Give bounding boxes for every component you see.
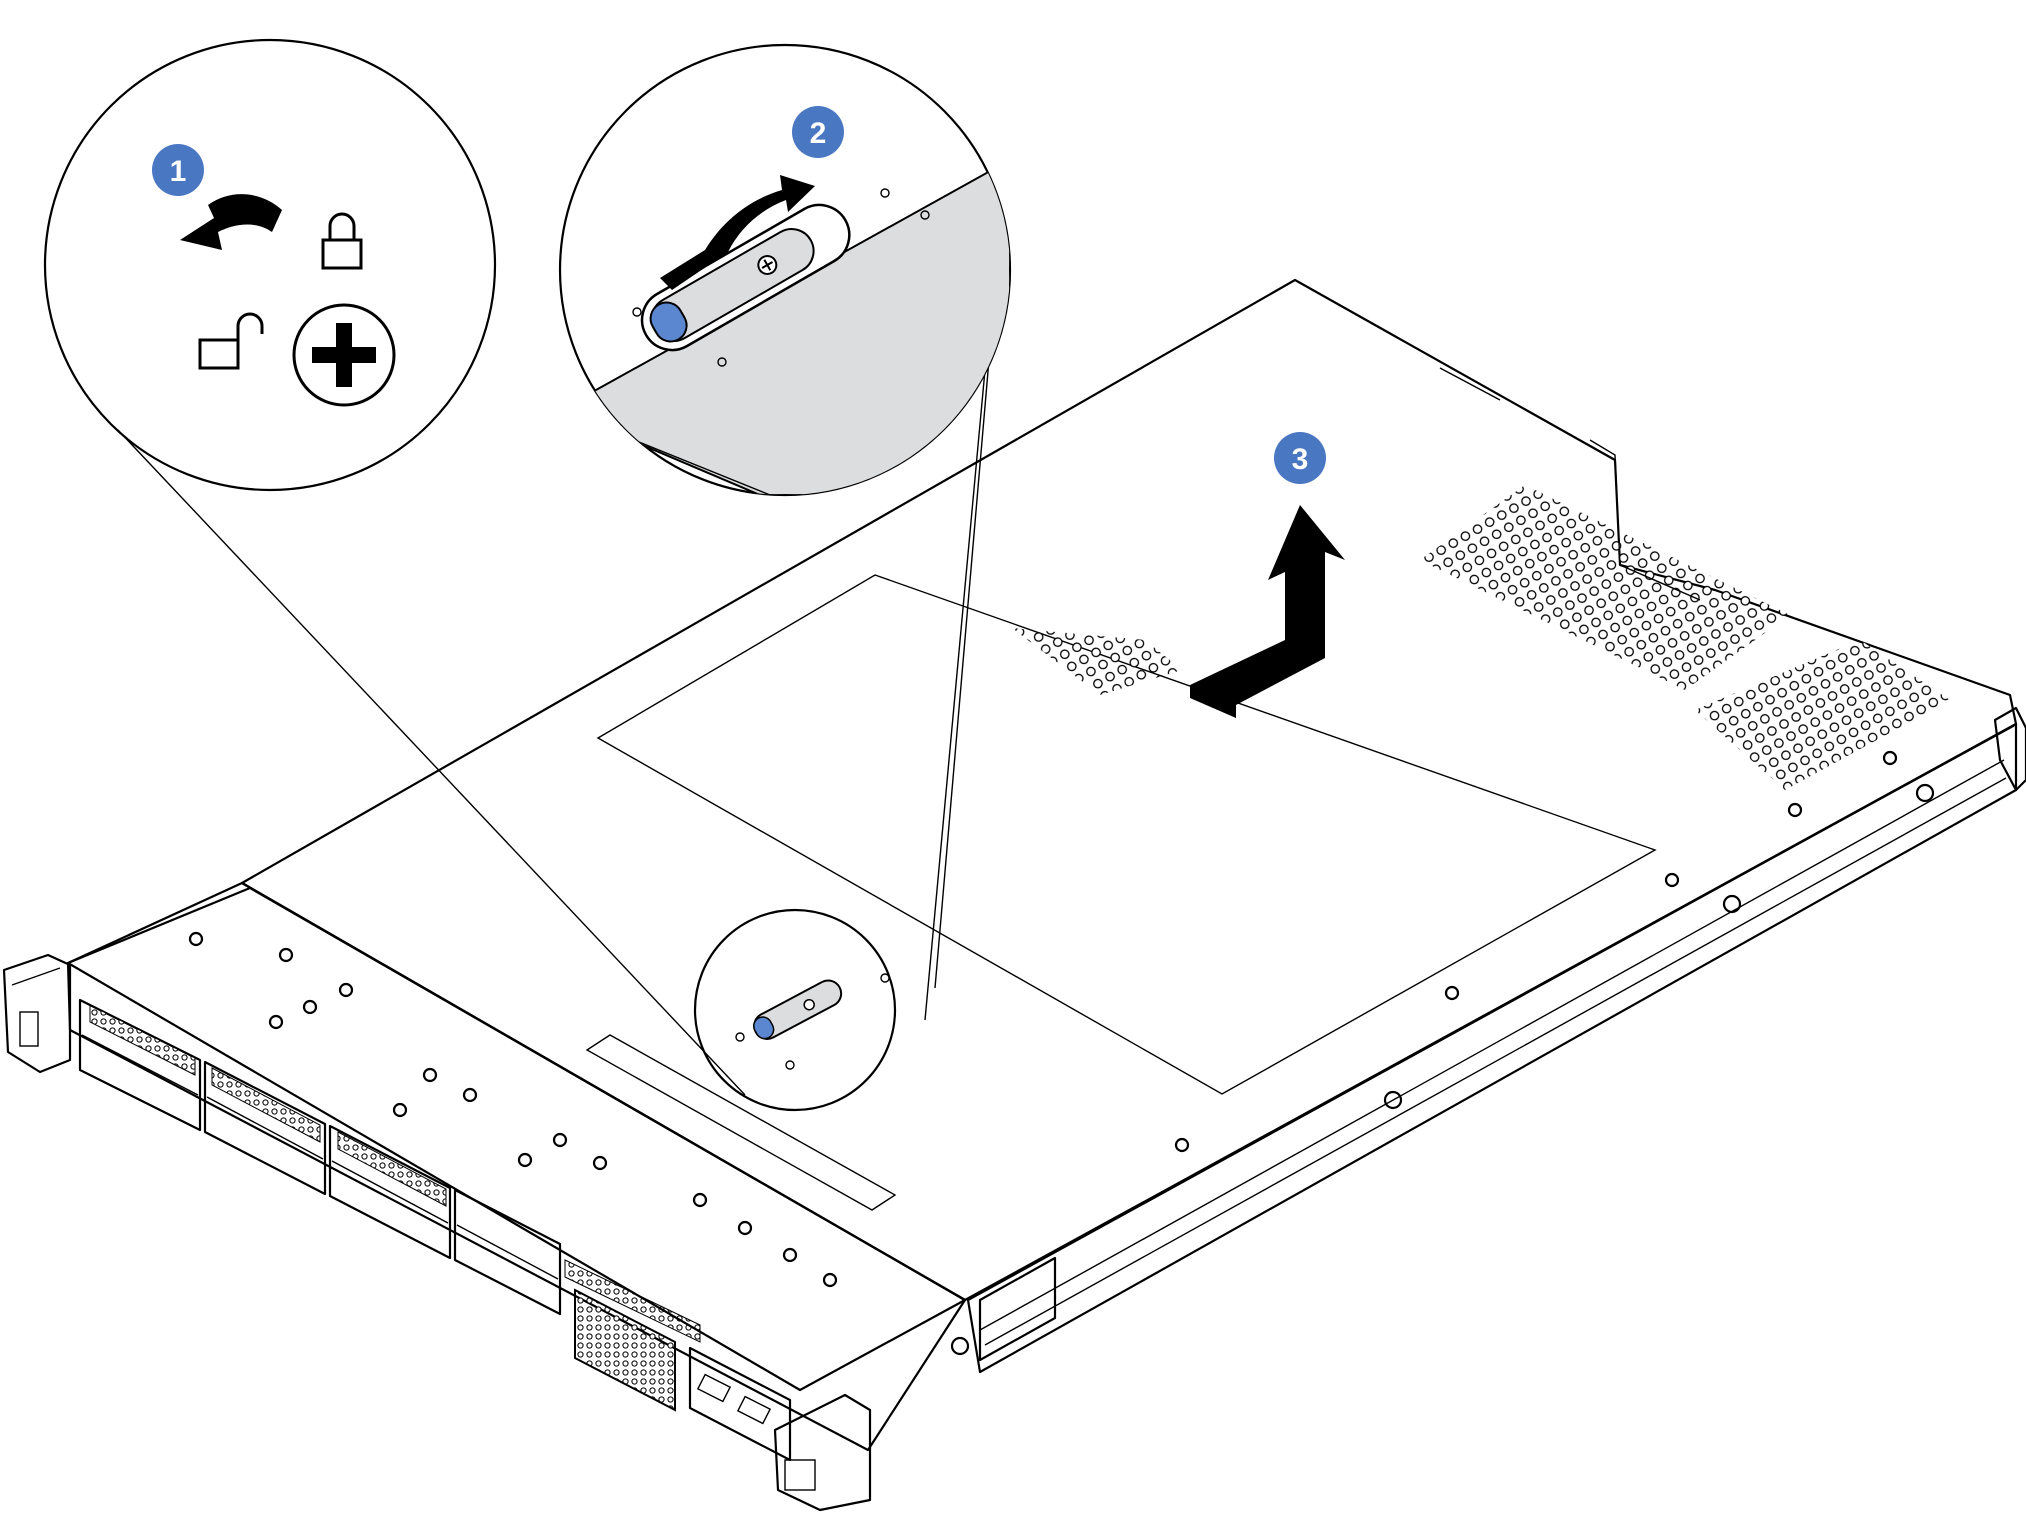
top-cover	[240, 278, 2018, 1302]
callout-step-2: 2	[558, 43, 1012, 497]
step-2-number: 2	[810, 117, 827, 150]
step-3-number: 3	[1292, 443, 1309, 476]
mid-vent-grille	[1012, 628, 1182, 695]
rear-vent-grille-small	[1695, 640, 1950, 790]
rotate-counterclockwise-arrow-icon	[180, 194, 282, 250]
cover-inner-panel	[596, 574, 1657, 1095]
callout-leader-lines	[117, 289, 996, 1096]
step-2-badge	[792, 106, 844, 158]
drive-bays	[78, 998, 701, 1343]
lock-icon	[321, 212, 363, 270]
front-vent-grille	[574, 1288, 676, 1412]
chassis-right-side	[966, 722, 2018, 1374]
step-1-badge	[152, 144, 204, 196]
top-cover-panel	[240, 278, 2018, 1302]
unlock-icon	[198, 312, 264, 370]
cover-side-rail-screws	[1174, 750, 1898, 1153]
phillips-screw-icon	[292, 303, 396, 407]
callout-step-3: 3	[1190, 432, 1345, 718]
server-chassis	[2, 706, 2026, 1512]
latch-callout-small	[693, 908, 897, 1112]
front-top-plate	[66, 881, 967, 1392]
rack-ear-left	[2, 953, 72, 1074]
callout-step-1: 1	[43, 38, 497, 492]
cover-label-strip	[585, 1034, 897, 1211]
step-3-badge	[1274, 432, 1326, 484]
step-1-number: 1	[170, 155, 187, 188]
lift-latch-arrow-icon	[660, 175, 815, 290]
chassis-front-face	[66, 886, 967, 1452]
rack-ear-right	[773, 1393, 872, 1512]
front-io-panel	[688, 1346, 792, 1462]
rear-vent-grille-large	[1420, 485, 1790, 690]
side-screws	[950, 783, 1935, 1356]
slide-and-lift-arrow-icon	[1190, 505, 1345, 718]
front-plate-screws	[188, 931, 838, 1288]
